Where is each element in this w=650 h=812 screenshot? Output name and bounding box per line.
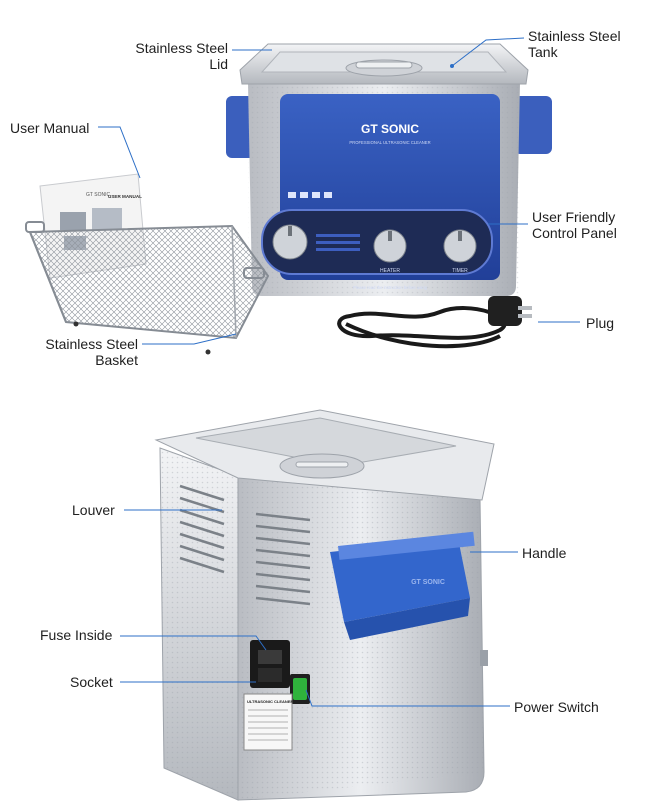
handle-callout: Handle — [522, 545, 567, 561]
control-panel-callout-line2: Control Panel — [532, 225, 617, 241]
lid-callout: Stainless Steel Lid — [108, 40, 228, 72]
tank-callout-line2: Tank — [528, 44, 558, 60]
right-handle — [514, 96, 552, 154]
louver-callout: Louver — [72, 502, 115, 518]
brand-tagline: PROFESSIONAL ULTRASONIC CLEANER — [349, 140, 430, 145]
heater-knob[interactable] — [373, 229, 407, 263]
lid-callout-line2: Lid — [209, 56, 228, 72]
timer-knob[interactable] — [443, 229, 477, 263]
callout-leaders — [98, 37, 580, 707]
basket-callout-line2: Basket — [95, 352, 138, 368]
power-cord — [337, 296, 532, 349]
wire-basket — [25, 221, 270, 355]
lid-callout-line1: Stainless Steel — [135, 40, 228, 56]
manual-callout: User Manual — [10, 120, 90, 136]
manual-title: USER MANUAL — [108, 194, 142, 199]
socket-callout: Socket — [70, 674, 113, 690]
tank-callout: Stainless Steel Tank — [528, 28, 621, 60]
timer-knob-label: TIMER — [452, 268, 468, 274]
control-panel-callout-line1: User Friendly — [532, 209, 616, 225]
plug-head — [488, 296, 522, 326]
control-panel-callout: User Friendly Control Panel — [532, 209, 617, 241]
brand-name: GT SONIC — [361, 122, 419, 136]
heater-knob-label: HEATER — [380, 268, 400, 274]
svg-text:GT SONIC: GT SONIC — [86, 192, 110, 198]
handle-brand: GT SONIC — [411, 579, 445, 586]
led-indicator-bar — [316, 234, 360, 251]
plug-callout: Plug — [586, 315, 615, 331]
power-socket — [250, 640, 290, 688]
basket-callout-line1: Stainless Steel — [45, 336, 138, 352]
panel-note: Please read the instruction before using — [353, 285, 427, 290]
rear-handle: GT SONIC — [330, 531, 475, 640]
top-cleaner: GT SONIC PROFESSIONAL ULTRASONIC CLEANER… — [226, 43, 552, 296]
iec-socket — [258, 668, 282, 682]
basket-callout: Stainless Steel Basket — [18, 336, 138, 368]
power-switch-callout: Power Switch — [514, 699, 599, 715]
tank-callout-line1: Stainless Steel — [528, 28, 621, 44]
care-icons — [288, 192, 332, 198]
louver-slots-back — [255, 512, 311, 606]
fuse-holder — [258, 650, 282, 664]
fuse-callout: Fuse Inside — [40, 627, 113, 643]
rear-cleaner: GT SONIC ULTRASONIC CLEANER — [154, 409, 495, 801]
rating-label-title: ULTRASONIC CLEANER — [247, 699, 293, 704]
power-switch[interactable] — [293, 678, 307, 700]
power-knob[interactable] — [272, 224, 308, 260]
